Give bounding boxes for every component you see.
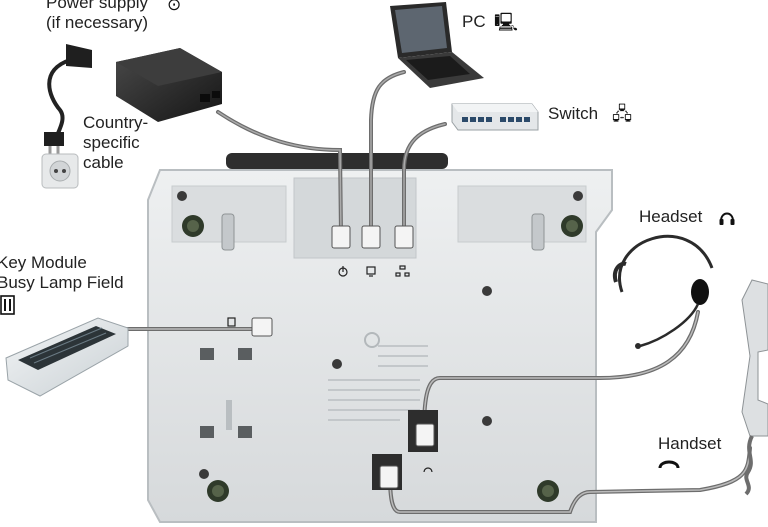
country-cable-label-line1: Country- — [83, 113, 149, 132]
country-cable-label: Country- specific cable — [83, 113, 148, 173]
headset-label: Headset — [639, 207, 703, 226]
key-module-label-line1: Key Module — [0, 253, 87, 272]
handset-label: Handset — [658, 434, 722, 453]
cables — [47, 58, 752, 514]
headset-device — [613, 234, 714, 349]
power-supply-unit — [41, 44, 222, 189]
headset-icon — [719, 212, 735, 225]
handset-icon — [658, 460, 680, 469]
handset-device — [741, 279, 768, 496]
power-supply-label-line1: Power supply — [46, 0, 149, 12]
laptop-pc — [390, 2, 484, 88]
phone-underside — [147, 153, 613, 523]
pc-monitor-icon: 🖳 — [494, 12, 519, 33]
pc-label: PC — [462, 12, 486, 31]
power-supply-label: Power supply (if necessary) — [46, 0, 148, 33]
network-switch-icon: 🖧 — [612, 104, 633, 125]
network-switch — [451, 103, 539, 131]
key-module-label: Key Module Busy Lamp Field — [0, 253, 124, 293]
key-module-icon — [0, 295, 15, 315]
switch-label: Switch — [548, 104, 599, 123]
key-module-device — [5, 317, 129, 397]
power-icon: ⊙ — [167, 0, 182, 15]
port-connectors — [251, 225, 438, 490]
key-module-label-line2: Busy Lamp Field — [0, 273, 124, 292]
country-cable-label-line3: cable — [83, 153, 124, 172]
port-labels — [227, 265, 433, 473]
power-supply-label-line2: (if necessary) — [46, 13, 149, 32]
country-cable-label-line2: specific — [83, 133, 140, 152]
